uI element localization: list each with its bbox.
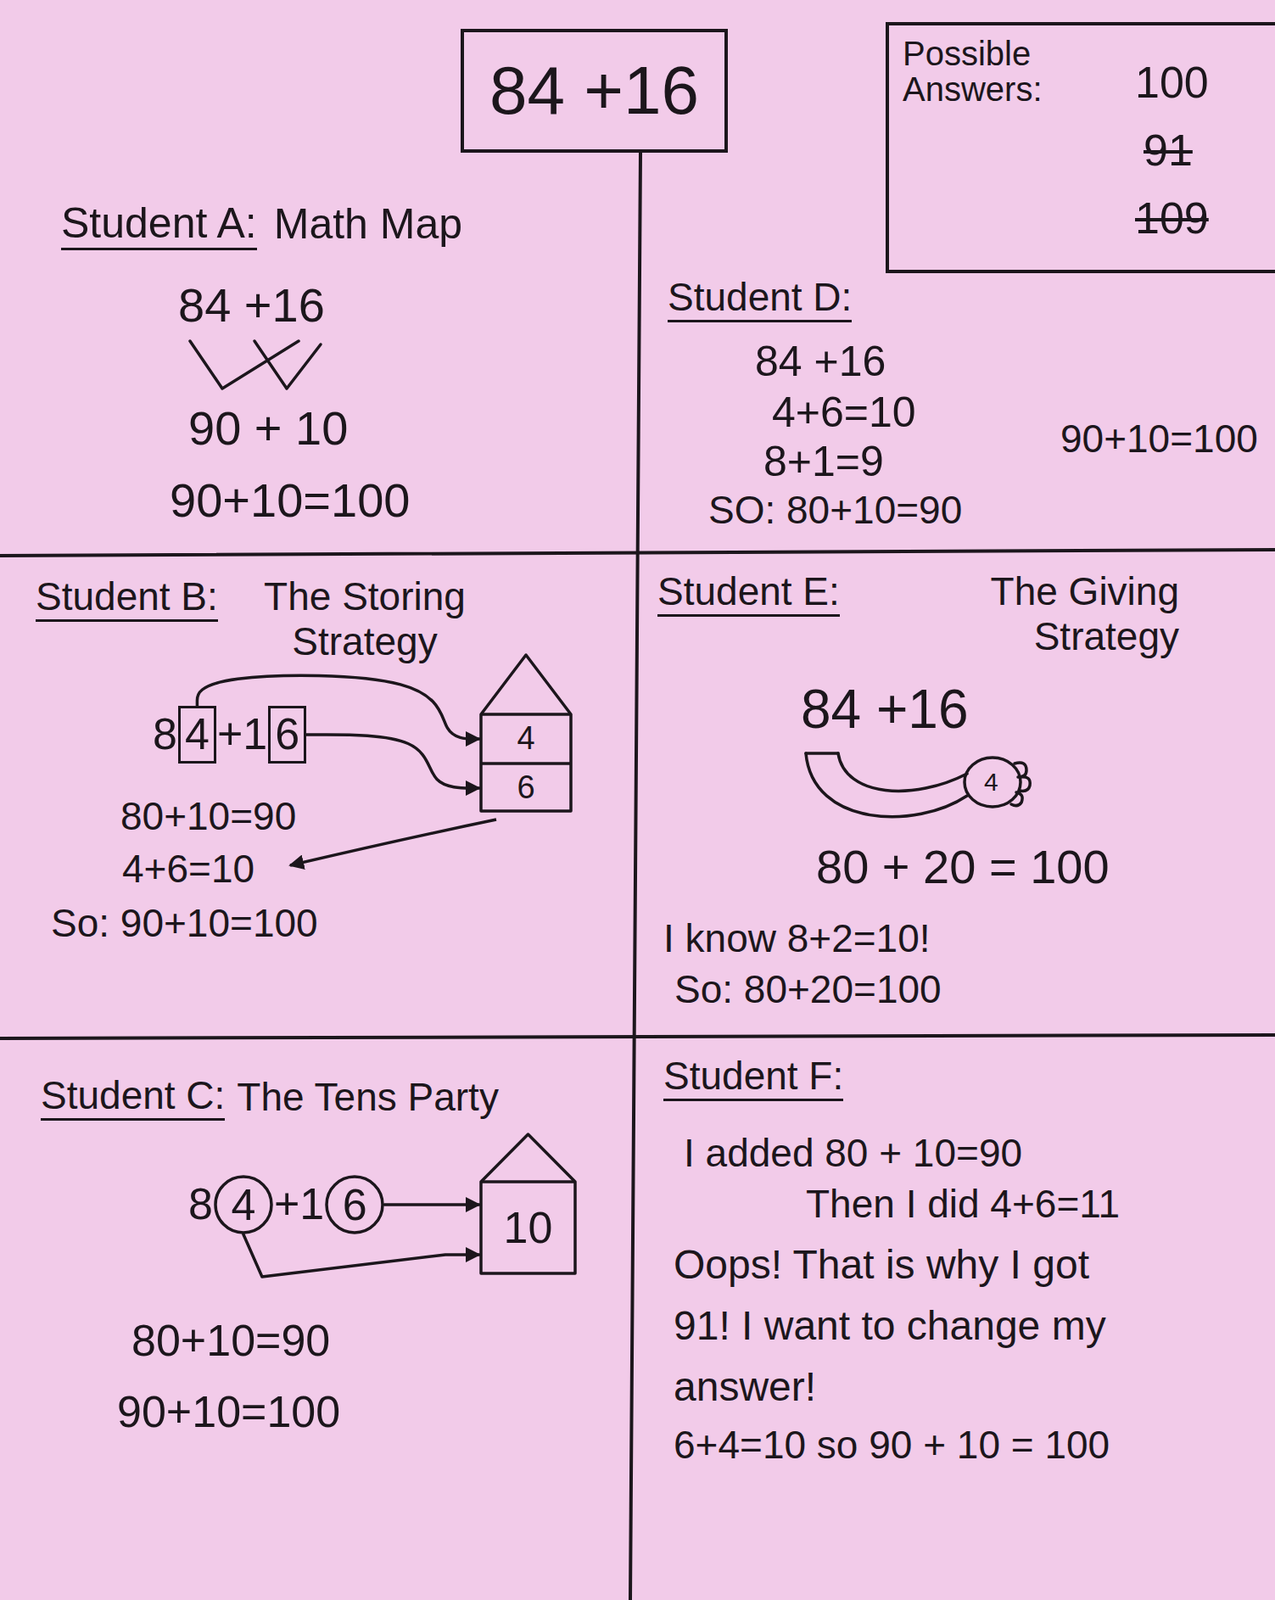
answer-number: 91: [1143, 125, 1193, 177]
handwritten-math: Math Map: [274, 200, 463, 250]
answers-box: Possible Answers: 100 91 109: [885, 22, 1275, 274]
digit-box: 4: [178, 705, 217, 764]
handwritten-math: 84 +16: [800, 678, 969, 742]
handwritten-math: +1: [217, 709, 268, 761]
handwritten-math: 6+4=10 so 90 + 10 = 100: [673, 1422, 1110, 1468]
hand-fingers: [1011, 762, 1030, 806]
digit-text: 6: [342, 1182, 368, 1227]
arm-outline: [805, 751, 839, 755]
house-outline: [480, 654, 571, 811]
student-note: I know 8+2=10!: [663, 916, 931, 962]
house-divider: [480, 761, 571, 766]
digit-text: 6: [516, 770, 535, 806]
strategy-name: The Giving Strategy: [899, 569, 1180, 660]
divider-line: [0, 1034, 1275, 1039]
handwritten-math: 4+6=10: [122, 846, 255, 892]
handwritten-math: SO: 80+10=90: [708, 487, 962, 533]
handwritten-math: 84 +16: [178, 278, 325, 333]
giving-arm: [805, 753, 1030, 817]
answer-number: 109: [1135, 193, 1209, 245]
student-heading: Student D:: [667, 274, 852, 323]
math-map-lines: [190, 341, 321, 389]
digit-text: 10: [503, 1203, 554, 1253]
divider-line: [0, 549, 1275, 556]
digit-text: 4: [516, 721, 535, 757]
handwritten-math: 80 + 20 = 100: [816, 839, 1110, 895]
digit-text: 6: [274, 710, 300, 759]
digit-text: 4: [230, 1182, 256, 1227]
connector-arrow: [384, 1202, 480, 1207]
handwritten-math: 80+10=90: [120, 794, 297, 839]
house-outline: [480, 1134, 576, 1274]
handwritten-math: 80+10=90: [131, 1315, 330, 1367]
divider-line: [630, 152, 641, 1600]
student-heading: Student F:: [663, 1053, 844, 1102]
handwritten-math: 90+10=100: [169, 473, 410, 528]
house-divider: [480, 712, 571, 716]
digit-circle: 4: [213, 1174, 274, 1235]
strategy-name: The Tens Party: [236, 1074, 499, 1120]
handwritten-math: +1: [274, 1179, 325, 1231]
strategy-name: The Storing Strategy: [237, 574, 493, 665]
handwritten-math: So: 80+20=100: [674, 967, 942, 1013]
handwritten-math: 84 +16: [754, 337, 886, 387]
digit-box: 6: [268, 705, 307, 764]
student-heading: Student A:: [61, 199, 258, 252]
handwritten-math: 8+1=9: [763, 437, 884, 487]
house-shape: 46: [479, 653, 573, 813]
leader-arrow: [290, 819, 497, 866]
connector-arrow: [306, 734, 480, 789]
digit-text: 4: [184, 710, 210, 759]
student-heading: Student C:: [40, 1073, 225, 1121]
hand-number: 4: [984, 767, 999, 798]
handwritten-math: 90+10=100: [1060, 416, 1259, 462]
digit-circle: 6: [324, 1174, 385, 1235]
handwritten-math: 8: [188, 1179, 213, 1231]
student-note: Then I did 4+6=11: [805, 1181, 1120, 1227]
student-note: I added 80 + 10=90: [683, 1130, 1023, 1176]
house-shape: 10: [479, 1132, 577, 1275]
problem-box: 84 +16: [460, 28, 728, 153]
divider-lines: [0, 152, 1275, 1600]
circle-outline: [215, 1176, 272, 1233]
connector-arrow: [243, 1234, 480, 1277]
arm-outline: [838, 753, 968, 791]
digit-text: 84 +16: [489, 51, 700, 130]
handwritten-math: 4+6=10: [771, 388, 917, 438]
handwritten-math: 90+10=100: [117, 1386, 341, 1438]
arm-outline: [805, 753, 968, 817]
student-heading: Student B:: [35, 574, 219, 622]
map-line: [254, 341, 321, 389]
hand-outline: [964, 757, 1021, 807]
circle-outline: [326, 1176, 383, 1233]
student-note: Oops! That is why I got 91! I want to ch…: [673, 1234, 1115, 1418]
house-divider: [480, 1179, 576, 1184]
answers-heading: Possible Answers:: [902, 35, 1064, 107]
handwritten-math: 8: [152, 709, 178, 761]
handwritten-math: 90 + 10: [188, 401, 348, 456]
handwritten-math: So: 90+10=100: [50, 900, 319, 946]
student-heading: Student E:: [657, 569, 840, 617]
answer-number: 100: [1135, 57, 1209, 109]
